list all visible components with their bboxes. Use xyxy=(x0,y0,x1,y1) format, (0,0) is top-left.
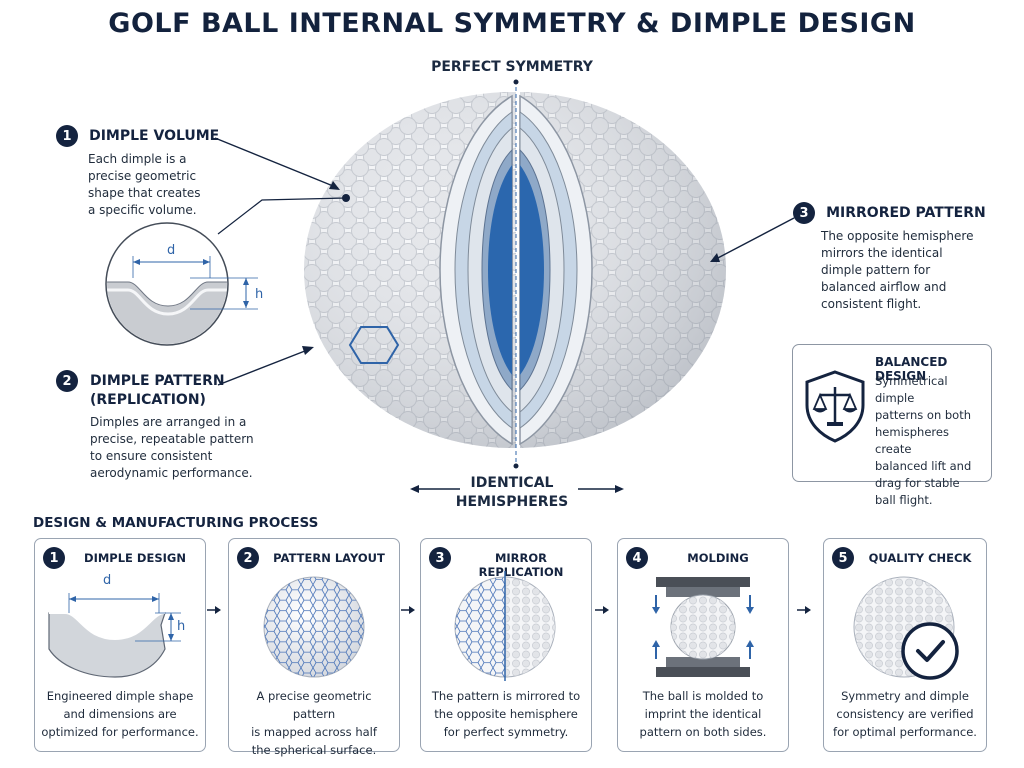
step-1-d-label: d xyxy=(103,573,112,588)
step-3-line: the opposite hemisphere xyxy=(434,707,578,721)
step-dimple-design: 1 DIMPLE DESIGN d h Engineered dimple sha… xyxy=(34,538,206,752)
step-2-line: is mapped across half xyxy=(251,725,377,739)
step-2-line: A precise geometric pattern xyxy=(256,689,372,721)
step-1-title: DIMPLE DESIGN xyxy=(84,551,186,565)
mold-press-icon xyxy=(652,577,754,677)
step-quality-check: 5 QUALITY CHECK Symmetry and dimple consi… xyxy=(823,538,987,752)
step-3-number: 3 xyxy=(429,547,451,569)
callout-2-line: aerodynamic performance. xyxy=(90,466,253,480)
step-5-line: Symmetry and dimple xyxy=(841,689,969,703)
step-5-number: 5 xyxy=(832,547,854,569)
callout-2-line: Dimples are arranged in a xyxy=(90,415,247,429)
step-molding: 4 MOLDING The ball is molded to imprint t… xyxy=(617,538,789,752)
process-arrow-icon xyxy=(595,606,609,614)
callout-dimple-volume: 1 DIMPLE VOLUME Each dimple is a precise… xyxy=(56,125,256,219)
callout-dimple-pattern: 2 DIMPLE PATTERN (REPLICATION) Dimples a… xyxy=(56,370,286,480)
balanced-line: Symmetrical dimple xyxy=(875,374,948,405)
callout-3-number: 3 xyxy=(793,202,815,224)
identical-hemispheres-line1: IDENTICAL xyxy=(470,475,554,491)
callout-3-line: mirrors the identical xyxy=(821,246,943,260)
step-1-line: and dimensions are xyxy=(63,707,177,721)
process-arrow-icon xyxy=(401,606,415,614)
balanced-line: ball flight. xyxy=(875,493,933,507)
callout-2-number: 2 xyxy=(56,370,78,392)
process-arrow-icon xyxy=(797,606,811,614)
step-1-number: 1 xyxy=(43,547,65,569)
callout-3-line: consistent flight. xyxy=(821,297,922,311)
balanced-line: hemispheres create xyxy=(875,425,949,456)
step-2-number: 2 xyxy=(237,547,259,569)
step-3-line: for perfect symmetry. xyxy=(443,725,569,739)
step-4-title: MOLDING xyxy=(687,551,749,565)
left-hemisphere xyxy=(304,92,516,448)
process-arrow-icon xyxy=(207,606,221,614)
callout-2-line: precise, repeatable pattern xyxy=(90,432,254,446)
callout-1-line: precise geometric xyxy=(88,169,197,183)
step-1-line: optimized for performance. xyxy=(41,725,199,739)
balanced-line: drag for stable xyxy=(875,476,960,490)
step-4-line: pattern on both sides. xyxy=(639,725,767,739)
step-3-line: The pattern is mirrored to xyxy=(431,689,581,703)
callout-1-line: Each dimple is a xyxy=(88,152,187,166)
callout-2-line: to ensure consistent xyxy=(90,449,213,463)
right-hemisphere xyxy=(519,92,726,448)
step-2-line: the spherical surface. xyxy=(251,743,377,757)
hexagon-pattern-highlight xyxy=(348,326,400,364)
callout-1-line: a specific volume. xyxy=(88,203,197,217)
identical-hemispheres-label: IDENTICAL HEMISPHERES xyxy=(437,474,587,512)
callout-2-title-line2: (REPLICATION) xyxy=(90,392,206,408)
step-pattern-layout: 2 PATTERN LAYOUT A precise geometric patt… xyxy=(228,538,400,757)
scales-shield-icon xyxy=(805,370,865,443)
golf-ball-cross-section xyxy=(105,79,795,493)
step-5-line: consistency are verified xyxy=(836,707,974,721)
step-4-number: 4 xyxy=(626,547,648,569)
balanced-design-box: BALANCED DESIGN Symmetrical dimple patte… xyxy=(792,344,992,507)
callout-3-line: balanced airflow and xyxy=(821,280,947,294)
mirrored-sphere-icon xyxy=(454,571,556,681)
step-3-title: MIRROR REPLICATION xyxy=(478,551,564,579)
step-1-h-label: h xyxy=(177,619,186,634)
callout-mirrored-pattern: 3 MIRRORED PATTERN The opposite hemisphe… xyxy=(793,202,993,313)
process-section-title: DESIGN & MANUFACTURING PROCESS xyxy=(33,515,319,531)
dimple-height-label: h xyxy=(255,287,264,302)
dimple-profile-icon xyxy=(48,593,181,678)
page-title: GOLF BALL INTERNAL SYMMETRY & DIMPLE DES… xyxy=(108,8,916,39)
step-2-title: PATTERN LAYOUT xyxy=(273,551,385,565)
callout-1-line: shape that creates xyxy=(88,186,201,200)
step-mirror-replication: 3 MIRROR REPLICATION The pattern is mirro… xyxy=(420,538,592,752)
perfect-symmetry-label: PERFECT SYMMETRY xyxy=(431,59,593,75)
callout-2-title-line1: DIMPLE PATTERN xyxy=(90,373,225,389)
balanced-line: patterns on both xyxy=(875,408,972,422)
hex-pattern-sphere-icon xyxy=(263,576,365,678)
callout-1-number: 1 xyxy=(56,125,78,147)
step-4-line: imprint the identical xyxy=(644,707,762,721)
quality-check-ball-icon xyxy=(853,576,959,680)
step-5-title: QUALITY CHECK xyxy=(868,551,972,565)
callout-3-line: The opposite hemisphere xyxy=(821,229,974,243)
callout-3-title: MIRRORED PATTERN xyxy=(826,205,986,221)
callout-1-title: DIMPLE VOLUME xyxy=(89,128,220,144)
identical-hemispheres-line2: HEMISPHERES xyxy=(455,494,569,510)
step-4-line: The ball is molded to xyxy=(642,689,764,703)
dimple-diameter-label: d xyxy=(167,243,176,258)
balanced-design-title: BALANCED DESIGN xyxy=(875,355,948,383)
dimple-detail-magnifier xyxy=(105,222,258,346)
step-1-line: Engineered dimple shape xyxy=(46,689,194,703)
step-5-line: for optimal performance. xyxy=(833,725,977,739)
balanced-line: balanced lift and xyxy=(875,459,972,473)
callout-3-line: dimple pattern for xyxy=(821,263,931,277)
